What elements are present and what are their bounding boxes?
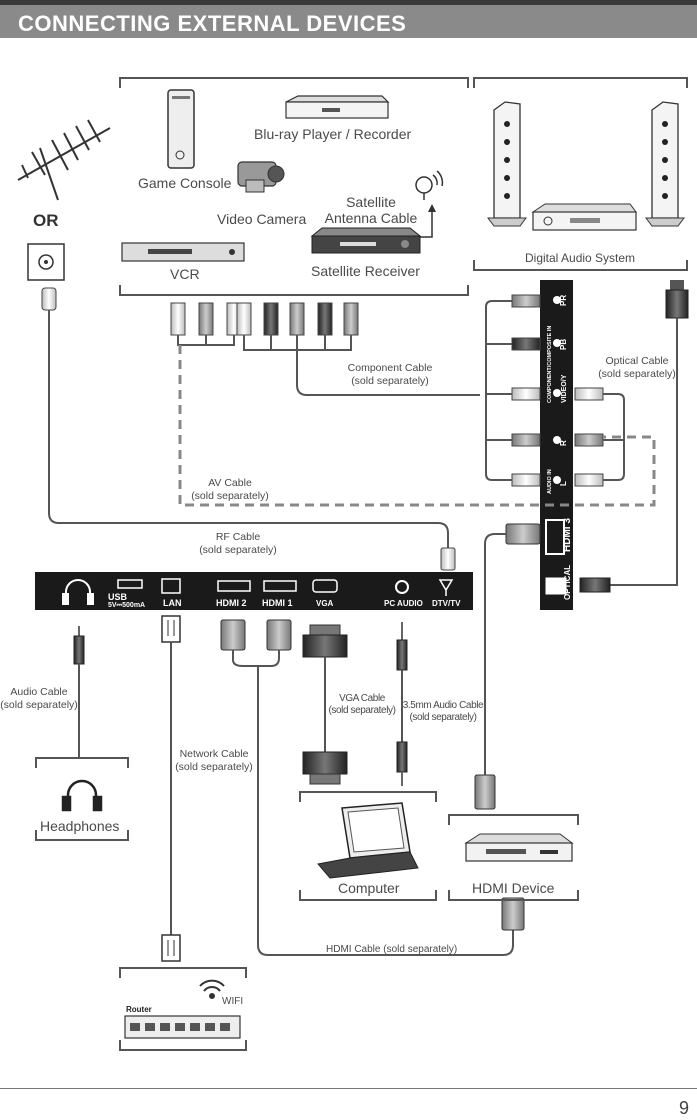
speaker-right-icon	[645, 101, 685, 227]
component-in-label: COMPONENT/COMPOSITE IN	[547, 326, 553, 403]
satellite-link-line	[420, 208, 433, 238]
antenna-icon	[17, 119, 111, 201]
hdmi-cable	[232, 650, 514, 956]
video-camera-label: Video Camera	[217, 211, 307, 227]
page-title: CONNECTING EXTERNAL DEVICES	[18, 11, 407, 36]
vga-cable-label: VGA Cable (sold separately)	[328, 693, 396, 716]
hdmi2-port-icon	[217, 580, 251, 592]
optical-plug-top	[665, 280, 689, 319]
page-number: 9	[678, 1098, 689, 1118]
audio-bracket-bottom	[473, 260, 688, 271]
network-cable-label: Network Cable (sold separately)	[175, 748, 253, 773]
game-console-icon	[167, 89, 195, 169]
pr-label: PR	[559, 295, 568, 306]
router-icon	[124, 1015, 241, 1039]
rf-cable-label: RF Cable (sold separately)	[199, 531, 277, 556]
satellite-arrow	[428, 204, 436, 212]
wifi-label: WIFI	[222, 996, 244, 1007]
pb-label: PB	[559, 339, 568, 350]
lan-port-icon	[161, 578, 181, 594]
usb-label: USB	[108, 592, 128, 602]
hdmi1-plug	[266, 619, 292, 651]
headphone-jack-icon	[62, 579, 94, 605]
component-cable-label: Component Cable (sold separately)	[347, 362, 433, 387]
l-label: L	[559, 481, 568, 486]
hdmi2-label: HDMI 2	[216, 598, 247, 608]
side-plugs-right	[574, 387, 604, 487]
side-plugs-left	[511, 294, 541, 487]
router-label: Router	[126, 1005, 152, 1014]
hdmi2-plug	[220, 619, 246, 651]
av-plugs	[170, 302, 242, 336]
header-bar: CONNECTING EXTERNAL DEVICES	[0, 5, 697, 38]
footer-divider	[0, 1088, 697, 1089]
satellite-receiver-label: Satellite Receiver	[311, 263, 420, 279]
dtv-antenna-icon	[438, 579, 454, 596]
bluray-player-icon	[285, 95, 390, 119]
vga-plug-top	[302, 624, 348, 658]
bottom-panel	[35, 572, 473, 610]
hdmi-device-icon	[464, 833, 574, 862]
game-console-label: Game Console	[138, 175, 232, 191]
source-bracket-bottom	[119, 285, 469, 296]
vcr-icon	[121, 242, 245, 262]
speaker-left-icon	[487, 101, 527, 227]
vcr-label: VCR	[170, 266, 200, 282]
hdmi3-plug	[505, 523, 541, 545]
video-camera-icon	[237, 161, 285, 193]
side-panel	[540, 280, 573, 610]
bluray-label: Blu-ray Player / Recorder	[254, 126, 412, 142]
top-bar	[0, 0, 697, 5]
audio-bracket-top	[473, 77, 688, 88]
component-plugs	[236, 302, 359, 336]
audio-cable-label: Audio Cable (sold separately)	[0, 686, 78, 711]
audio-receiver-icon	[531, 203, 637, 231]
pc-audio-port-icon	[395, 580, 409, 594]
dtv-label: DTV/TV	[432, 599, 461, 608]
computer-label: Computer	[338, 880, 400, 896]
wifi-icon	[199, 979, 225, 999]
optical-cable-label: Optical Cable (sold separately)	[598, 355, 676, 380]
usb-rating: 5V⎓500mA	[108, 602, 145, 609]
satellite-antenna-label: Satellite Antenna Cable	[324, 194, 418, 226]
vga-plug-bottom	[302, 751, 348, 785]
usb-port-icon	[117, 579, 143, 589]
hdmi-device-cable	[484, 533, 506, 775]
source-bracket-top	[119, 77, 469, 88]
audio-in-label: AUDIO IN	[547, 469, 553, 494]
audio35-plug-bottom	[396, 741, 408, 786]
vga-port-icon	[312, 579, 338, 593]
laptop-icon	[317, 802, 419, 879]
audio35-cable-label: 3.5mm Audio Cable (sold separately)	[402, 700, 484, 723]
r-label: R	[559, 440, 568, 446]
lan-label: LAN	[163, 598, 182, 608]
av-cable-label: AV Cable (sold separately)	[191, 477, 269, 502]
video-y-label: VIDEO/Y	[561, 374, 568, 403]
hdmi1-label: HDMI 1	[262, 598, 293, 608]
optical-label: OPTICAL	[563, 565, 572, 600]
hdmi-cable-label: HDMI Cable (sold separately)	[326, 944, 458, 955]
headphones-label: Headphones	[40, 818, 120, 834]
pc-audio-label: PC AUDIO	[384, 599, 423, 608]
hdmi1-port-icon	[263, 580, 297, 592]
rf-cable	[48, 310, 449, 548]
optical-plug-panel	[579, 577, 611, 593]
av-cable	[178, 345, 656, 507]
component-cable	[296, 350, 480, 396]
hdmi-device-label: HDMI Device	[472, 880, 555, 896]
audio35-plug-top	[396, 622, 408, 671]
optical-cable	[610, 318, 678, 586]
vga-label: VGA	[316, 599, 334, 608]
headphone-plug	[73, 626, 85, 665]
wall-outlet-icon	[27, 243, 65, 281]
satellite-receiver-icon	[310, 227, 422, 254]
headphones-icon	[61, 779, 103, 812]
hdmi3-label: HDMI 3	[562, 518, 573, 552]
satellite-dish-icon	[415, 170, 444, 200]
or-label: OR	[33, 211, 59, 230]
digital-audio-label: Digital Audio System	[525, 251, 636, 265]
